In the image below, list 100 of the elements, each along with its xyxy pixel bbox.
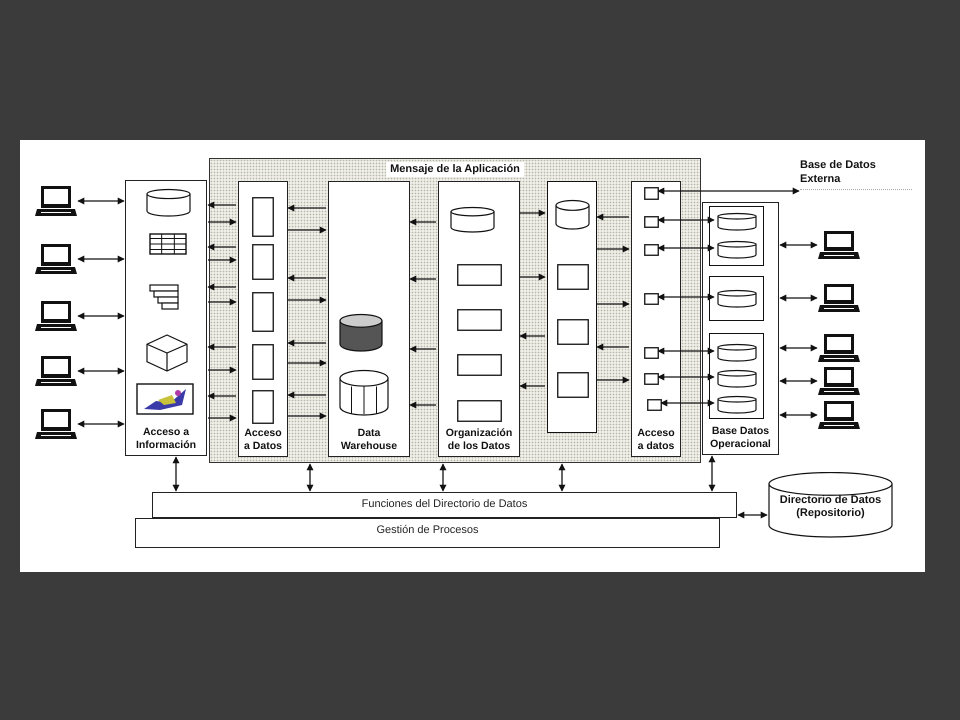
arrow [409,346,436,352]
arrow [288,296,327,304]
database-icon [717,396,757,414]
arrow [597,246,630,252]
empty-box [252,244,274,280]
double-arrow [657,188,800,194]
computer-icon [818,366,860,396]
double-arrow [779,412,818,418]
computer-icon [818,283,860,313]
database-icon [717,241,757,259]
arrow [288,360,327,366]
empty-box [644,244,659,256]
cube-icon [146,334,188,372]
empty-box [252,197,274,237]
double-arrow [657,294,715,300]
double-arrow [657,348,715,354]
arrow [208,256,237,264]
layer-bar: Gestión de Procesos [135,518,720,548]
empty-box [644,293,659,305]
arrow [208,218,237,226]
database-icon [717,370,757,388]
database-icon [555,200,590,230]
column-label: Organización de los Datos [444,427,514,453]
arrow [288,226,327,234]
arrow [409,402,436,408]
arrow [207,284,236,290]
computer-icon [35,355,77,387]
picture [136,383,194,415]
arrow [207,244,236,250]
computer-icon [818,230,860,260]
arrow [596,344,629,350]
group-box [709,206,764,266]
database-icon [717,344,757,362]
double-arrow [737,512,768,518]
double-arrow [306,463,314,492]
empty-box [252,292,274,332]
empty-box [457,309,502,331]
empty-box [457,354,502,376]
external-database-label: Base de Datos Externa [800,158,912,190]
double-arrow [77,420,125,428]
column-panel [238,181,288,457]
empty-box [647,399,662,411]
arrow [519,332,545,340]
column-label: Acceso a Datos [243,427,283,453]
arrow [287,392,326,398]
column-panel [631,181,681,457]
database-icon [717,290,757,308]
computer-icon [35,300,77,332]
database-icon [717,213,757,231]
database-cylinder [768,472,893,538]
database-icon [146,189,191,217]
arrow [596,214,629,220]
double-arrow [172,456,180,492]
empty-box [644,347,659,359]
double-arrow [77,368,125,374]
arrow [207,202,236,208]
empty-box [557,372,589,398]
arrow [597,300,630,308]
computer-icon [35,243,77,275]
arrow [288,412,327,420]
empty-box [457,264,502,286]
double-arrow [77,198,125,204]
double-arrow [779,378,818,384]
column-label: Base Datos Operacional [709,425,772,451]
column-panel [125,180,207,456]
layer-panel [209,158,701,463]
arrow [208,414,237,422]
empty-box [252,390,274,424]
arrow [520,274,546,280]
double-arrow [657,374,715,380]
empty-box [644,373,659,385]
column-label: Acceso a Información [134,426,198,452]
double-arrow [657,216,715,224]
stacked-bars-icon [149,284,179,310]
layer-bar: Funciones del Directorio de Datos [152,492,737,518]
double-arrow [779,294,818,302]
double-arrow [708,455,716,492]
column-label: Acceso a datos [636,427,676,453]
computer-icon [818,400,860,430]
arrow [597,376,630,384]
arrow [208,298,237,306]
arrow [520,210,546,216]
double-arrow [779,242,818,248]
computer-icon [818,333,860,363]
cylinder-label: Directorio de Datos (Repositorio) [778,494,882,520]
column-label: Data Warehouse [340,427,398,453]
double-arrow [77,256,125,262]
empty-box [644,216,659,228]
column-panel [547,181,597,433]
arrow [207,344,236,350]
arrow [287,340,326,346]
double-arrow [440,463,446,492]
empty-box [457,400,502,422]
database-icon [450,207,495,233]
arrow [409,218,436,226]
double-arrow [77,312,125,320]
database-icon [339,370,389,416]
column-panel [328,181,410,457]
group-box [709,333,764,419]
column-panel [438,181,520,457]
